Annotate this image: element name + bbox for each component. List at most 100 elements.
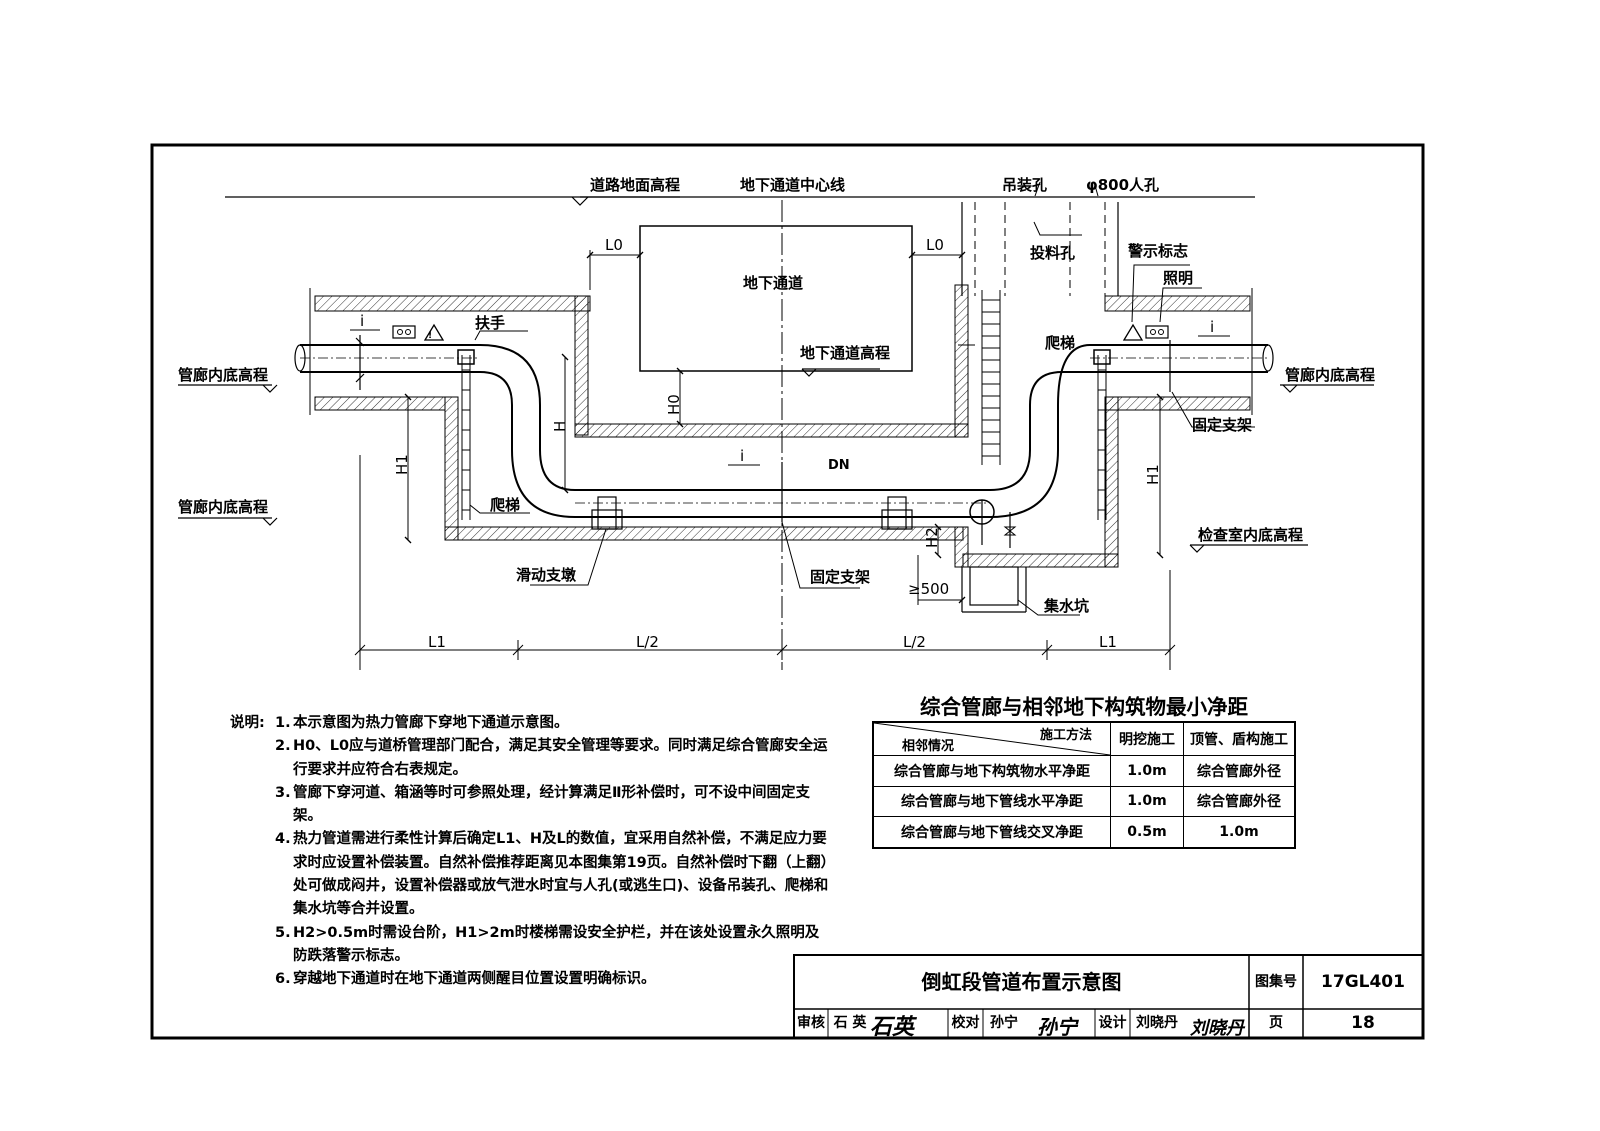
label-lighting: 照明: [1163, 269, 1193, 287]
table-row: 施工方法 相邻情况 明挖施工 顶管、盾构施工: [872, 721, 1296, 756]
designer-name: 刘晓丹: [1136, 1015, 1178, 1031]
label-sump: 集水坑: [1043, 597, 1089, 615]
step-wall: [954, 526, 969, 568]
note-num: 5.: [275, 924, 291, 941]
label-inspection-floor: 检查室内底高程: [1198, 526, 1303, 544]
header-method: 施工方法: [1039, 728, 1092, 743]
cell-situation: 综合管廊与地下构筑物水平净距: [872, 755, 1111, 787]
signature-reviewer: 石英: [870, 1014, 918, 1040]
label-warning-sign: 警示标志: [1127, 242, 1188, 260]
label-corridor-floor-left-upper: 管廊内底高程: [178, 366, 268, 384]
table-diag-header: 施工方法 相邻情况: [872, 721, 1111, 756]
header-jacking: 顶管、盾构施工: [1183, 721, 1296, 756]
sliding-pier-right: [887, 496, 907, 530]
drawing-frame: [150, 143, 1425, 1040]
left-shaft-inner-wall: [574, 295, 589, 436]
signature-checker: 孙宁: [1037, 1015, 1080, 1039]
page-number: 18: [1351, 1013, 1375, 1033]
atlas-number: 17GL401: [1321, 972, 1405, 992]
reviewer-name: 石 英: [833, 1015, 867, 1031]
dim-H1-right: H1: [1144, 464, 1162, 485]
notes-heading: 说明:: [230, 715, 265, 731]
label-underground-passage: 地下通道: [743, 274, 803, 292]
left-shaft-outer-wall: [444, 396, 459, 541]
dim-i-right: i: [1210, 318, 1214, 336]
label-manhole: φ800人孔: [1086, 176, 1159, 194]
handrail-right: [1093, 349, 1111, 365]
pipe-inner-line: [300, 344, 1268, 518]
table-row: 综合管廊与地下管线水平净距 1.0m 综合管廊外径: [872, 785, 1296, 818]
label-fixed-support-right: 固定支架: [1192, 416, 1252, 434]
label-corridor-floor-left-lower: 管廊内底高程: [178, 498, 268, 516]
left-corridor-roof: [314, 295, 591, 312]
cell-jacking: 综合管廊外径: [1183, 755, 1296, 787]
inspection-floor-slab: [962, 553, 1119, 568]
note-num: 2.: [275, 738, 291, 755]
design-label: 设计: [1098, 1015, 1127, 1031]
dim-L0-left: L0: [605, 236, 623, 254]
dim-L1-right: L1: [1099, 633, 1117, 651]
dim-H2: H2: [923, 527, 941, 548]
dim-i-bottom: i: [740, 447, 744, 465]
dim-L0-right: L0: [926, 236, 944, 254]
warning-triangle-icon: [423, 323, 445, 341]
checker-name: 孙宁: [990, 1015, 1018, 1031]
note-num: 4.: [275, 831, 291, 848]
cell-open-cut: 1.0m: [1110, 785, 1184, 818]
left-corridor-floor: [314, 396, 446, 411]
sump-pit: [969, 566, 1019, 606]
inverted-section-roof: [574, 423, 969, 438]
cell-open-cut: 1.0m: [1110, 755, 1184, 787]
left-ladder: [461, 355, 471, 520]
lamp-icon: [1145, 325, 1169, 339]
label-ladder-right: 爬梯: [1044, 334, 1075, 352]
dim-H: H: [551, 421, 569, 432]
dim-H1-left: H1: [393, 454, 411, 475]
road-elevation-symbol: [571, 196, 589, 206]
dim-DN: DN: [828, 458, 850, 473]
note-text: 穿越地下通道时在地下通道两侧醒目位置设置明确标识。: [293, 971, 656, 988]
right-corridor-floor: [1104, 396, 1251, 411]
label-tunnel-centerline: 地下通道中心线: [740, 176, 845, 194]
lamp-icon: [392, 325, 416, 339]
inspection-left-wall: [954, 284, 969, 438]
label-ladder-left: 爬梯: [489, 496, 520, 514]
label-corridor-floor-right: 管廊内底高程: [1285, 366, 1375, 384]
dim-L1-left: L1: [428, 633, 446, 651]
inspection-ladder: [981, 290, 1001, 465]
right-corridor-roof: [1104, 295, 1251, 312]
note-text: 管廊下穿河道、箱涵等时可参照处理，经计算满足Ⅱ形补偿时，可不设中间固定支架。: [293, 784, 811, 825]
dim-L-half-right: L/2: [903, 633, 926, 651]
label-passage-elevation: 地下通道高程: [800, 344, 890, 362]
atlas-label: 图集号: [1255, 974, 1297, 990]
svg-text:!: !: [428, 331, 432, 341]
pipe-outer-line: [300, 344, 1268, 491]
underground-passage-box: [639, 225, 913, 372]
review-label: 审核: [797, 1015, 825, 1031]
dim-i-left: i: [360, 312, 364, 330]
dim-min500: ≥500: [908, 580, 949, 598]
title-block: [793, 954, 1424, 1039]
handrail-left: [457, 349, 475, 365]
note-text: H2>0.5m时需设台阶，H1>2m时楼梯需设安全护栏，并在该处设置永久照明及防…: [293, 924, 820, 964]
note-num: 6.: [275, 971, 291, 988]
clearance-table: 施工方法 相邻情况 明挖施工 顶管、盾构施工 综合管廊与地下构筑物水平净距 1.…: [872, 721, 1296, 849]
cell-jacking: 1.0m: [1183, 816, 1296, 849]
label-fixed-support-bottom: 固定支架: [810, 568, 870, 586]
dim-L-half-left: L/2: [636, 633, 659, 651]
note-num: 1.: [275, 715, 291, 731]
table-row: 综合管廊与地下构筑物水平净距 1.0m 综合管廊外径: [872, 755, 1296, 787]
table-row: 综合管廊与地下管线交叉净距 0.5m 1.0m: [872, 816, 1296, 849]
note-text: 热力管道需进行柔性计算后确定L1、H及L的数值，宜采用自然补偿，不满足应力要求时…: [293, 831, 829, 918]
right-ladder: [1097, 355, 1107, 520]
drawing-title: 倒虹段管道布置示意图: [921, 970, 1122, 994]
cell-jacking: 综合管廊外径: [1183, 785, 1296, 818]
note-text: 本示意图为热力管廊下穿地下通道示意图。: [293, 715, 569, 731]
header-open-cut: 明挖施工: [1110, 721, 1184, 756]
label-sliding-pier: 滑动支墩: [516, 566, 577, 584]
signature-designer: 刘晓丹: [1190, 1018, 1246, 1039]
label-handrail: 扶手: [475, 314, 505, 332]
label-hoisting-hole: 吊装孔: [1002, 176, 1047, 194]
inspection-right-wall: [1104, 396, 1119, 568]
